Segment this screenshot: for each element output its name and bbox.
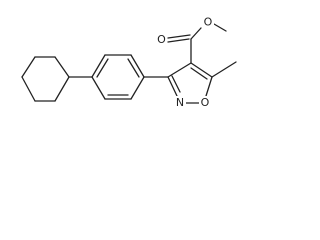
- ester-oxygen-label: O: [204, 16, 213, 29]
- bond: [130, 54, 145, 78]
- aromatic-inner-bond: [96, 58, 109, 78]
- methoxy-bond: [213, 23, 227, 32]
- label-bg: [174, 96, 186, 109]
- label-bg: [156, 33, 167, 46]
- double-bond-inner: [171, 75, 181, 93]
- bond: [130, 76, 145, 100]
- bond: [190, 62, 213, 78]
- label-bg: [199, 96, 211, 109]
- ester-oxygen-bond: [190, 27, 202, 40]
- cyclohexyl-ring: [21, 56, 70, 102]
- isoxazole-ring: [167, 62, 213, 104]
- atom-labels: O O N O: [156, 16, 214, 109]
- bond: [54, 76, 70, 102]
- carbonyl-oxygen-label: O: [157, 33, 166, 46]
- bond: [21, 76, 36, 102]
- phenyl-ring: [91, 54, 145, 100]
- label-bg: [202, 16, 214, 29]
- bond: [167, 62, 192, 78]
- carbonyl-double-bond: [167, 38, 190, 43]
- bond: [167, 76, 178, 97]
- chemical-structure-diagram: O O N O: [21, 16, 237, 109]
- bond: [54, 56, 70, 78]
- bond: [91, 54, 106, 78]
- ester-group: [167, 23, 227, 64]
- bond: [91, 76, 106, 100]
- aromatic-inner-bond: [127, 58, 140, 78]
- carbonyl-double-bond: [167, 34, 191, 39]
- bond: [21, 56, 36, 78]
- bond: [205, 76, 213, 97]
- methyl-bond: [211, 61, 237, 78]
- ring-oxygen-label: O: [201, 96, 210, 109]
- double-bond-inner: [190, 67, 208, 80]
- ring-nitrogen-label: N: [176, 96, 184, 109]
